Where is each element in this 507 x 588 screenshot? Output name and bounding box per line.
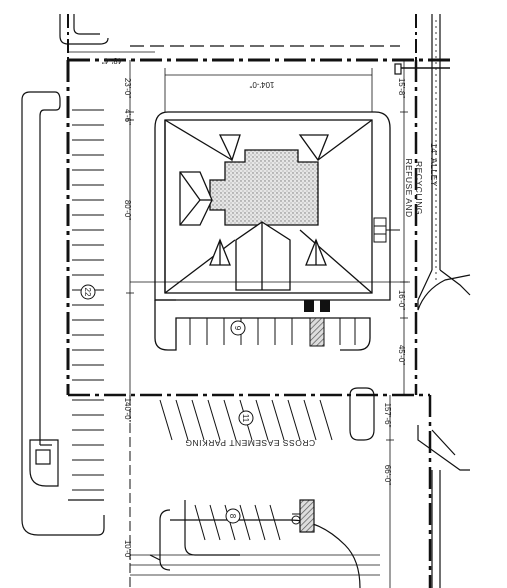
dim-bottom: 10'-0" (123, 540, 132, 561)
alley (417, 14, 471, 588)
building-pad (154, 111, 391, 351)
dim-left-small: 4'-6" (123, 109, 132, 125)
dim-lower-left: 140'-0" (123, 398, 132, 423)
dim-right-top: 15'-8" (397, 78, 406, 99)
refuse-label: REFUSE AND (404, 158, 414, 217)
front-parking-stalls (189, 318, 356, 345)
stall-count-8-label: 8 (228, 514, 237, 519)
alley-label: 14' ALLEY (429, 143, 439, 187)
dim-lower-right1: 157'-6" (383, 403, 392, 428)
dim-width-top: 104'-0" (249, 80, 274, 89)
recycling-label: RECYCLING (414, 161, 424, 215)
stall-count-9-label: 9 (233, 326, 242, 331)
dimension-labels: 104'-0" 48'-4" 23'-0" 4'-6" 80'-0" 140'-… (102, 56, 406, 560)
stall-count-9: 9 (230, 320, 246, 336)
stall-count-11-label: 11 (241, 414, 250, 423)
easement-label: CROSS EASEMENT PARKING (185, 438, 315, 448)
easement-stalls (159, 399, 333, 541)
stall-count-22: 22 (80, 284, 96, 300)
stall-count-8: 8 (225, 508, 241, 524)
left-parking-stalls (72, 109, 104, 491)
stall-count-22-label: 22 (83, 288, 92, 297)
dimension-lines (68, 51, 410, 588)
dim-left-top: 23'-0" (123, 78, 132, 99)
refuse-enclosure (373, 217, 400, 243)
area-labels: REFUSE AND RECYCLING 14' ALLEY CROSS EAS… (185, 143, 439, 448)
stall-count-11: 11 (238, 410, 254, 426)
accessible-aisle-hatch (309, 317, 325, 347)
building-roof (164, 119, 373, 294)
top-curb (59, 14, 450, 75)
dim-right-bottom: 16'-0" (397, 290, 406, 311)
easement-parking (130, 387, 380, 588)
dim-lower-right2: 66'-0" (383, 465, 392, 486)
dim-mid-right: 45'-0" (397, 345, 406, 366)
dim-building: 80'-0" (123, 200, 132, 221)
dim-top-left: 48'-4" (102, 56, 123, 65)
accessible-parking-icon (291, 513, 301, 525)
property-lines (66, 14, 450, 588)
bollards (304, 300, 330, 312)
left-drive (21, 91, 105, 536)
